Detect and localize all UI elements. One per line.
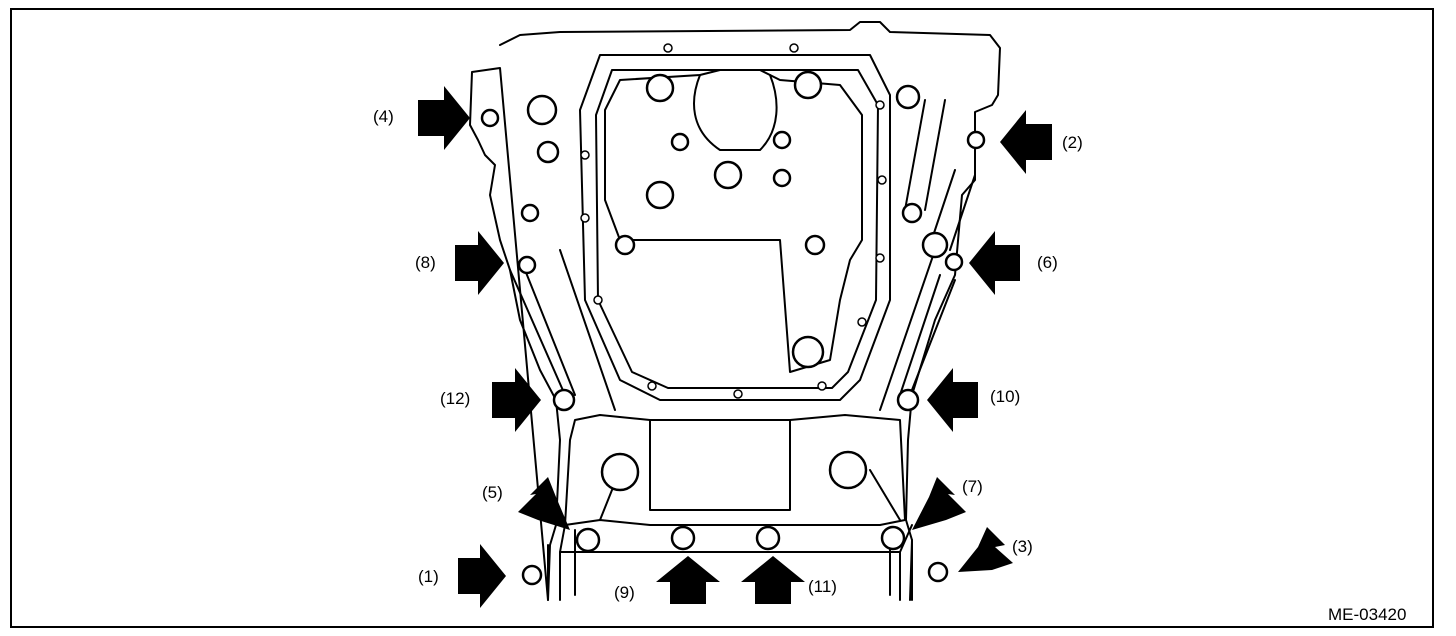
label-3: (3) — [1012, 537, 1033, 556]
bolt-1 — [521, 564, 543, 586]
arrow-9 — [656, 556, 720, 604]
arrow-10 — [927, 368, 978, 432]
label-9: (9) — [614, 583, 635, 602]
label-5: (5) — [482, 483, 503, 502]
bolt-9 — [670, 525, 696, 551]
label-4: (4) — [373, 107, 394, 126]
bolt-8 — [517, 255, 537, 275]
label-2: (2) — [1062, 133, 1083, 152]
arrow-2 — [1000, 110, 1052, 174]
arrow-6 — [969, 231, 1020, 295]
bolt-3 — [927, 561, 949, 583]
casting-outline — [469, 21, 1001, 601]
bolt-2 — [966, 130, 986, 150]
arrow-1 — [458, 544, 506, 608]
arrow-3 — [958, 527, 1013, 572]
bolt-7 — [880, 525, 906, 551]
bolt-11 — [755, 525, 781, 551]
bolt-6 — [944, 252, 964, 272]
label-12: (12) — [440, 389, 470, 408]
arrow-8 — [455, 231, 504, 295]
label-1: (1) — [418, 567, 439, 586]
label-6: (6) — [1037, 253, 1058, 272]
bolt-10 — [896, 388, 920, 412]
label-7: (7) — [962, 477, 983, 496]
arrow-4 — [418, 86, 470, 150]
figure-code: ME-03420 — [1328, 605, 1406, 624]
bolt-12 — [552, 388, 576, 412]
arrow-7 — [912, 477, 966, 530]
arrow-5 — [518, 477, 570, 530]
arrow-11 — [741, 556, 805, 604]
label-11: (11) — [808, 577, 837, 596]
bolt-5 — [575, 527, 601, 553]
label-10: (10) — [990, 387, 1020, 406]
label-8: (8) — [415, 253, 436, 272]
oil-pan-flange — [579, 54, 891, 401]
bolt-4 — [480, 108, 500, 128]
arrow-12 — [492, 368, 541, 432]
